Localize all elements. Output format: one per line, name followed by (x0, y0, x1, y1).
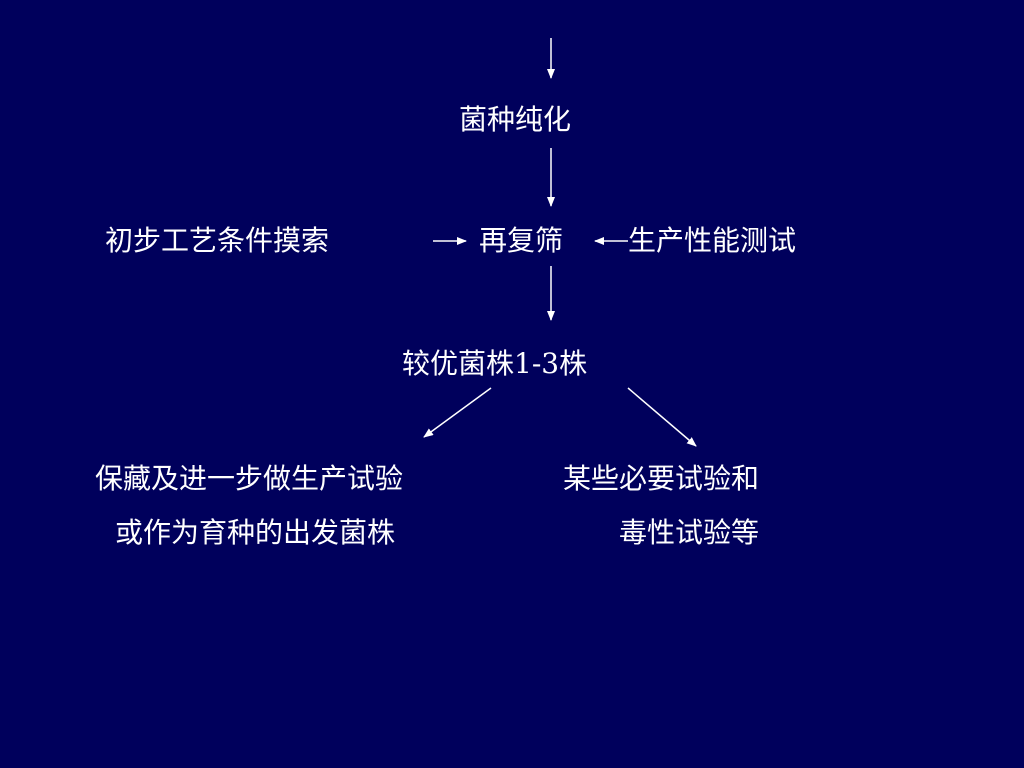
node-explore: 初步工艺条件摸索 (105, 224, 330, 257)
node-preserve-line2: 或作为育种的出发菌株 (115, 516, 396, 549)
arrow-better-to-preserve (423, 387, 492, 438)
arrow-better-to-tests (627, 387, 697, 447)
node-production-test: 生产性能测试 (628, 224, 797, 257)
node-rescreen: 再复筛 (479, 224, 564, 257)
node-tests-line1: 某些必要试验和 (563, 462, 760, 495)
node-purify: 菌种纯化 (459, 103, 572, 136)
node-preserve-line1: 保藏及进一步做生产试验 (95, 462, 404, 495)
node-tests-line2: 毒性试验等 (619, 516, 760, 549)
node-better-strains: 较优菌株1-3株 (402, 347, 588, 380)
